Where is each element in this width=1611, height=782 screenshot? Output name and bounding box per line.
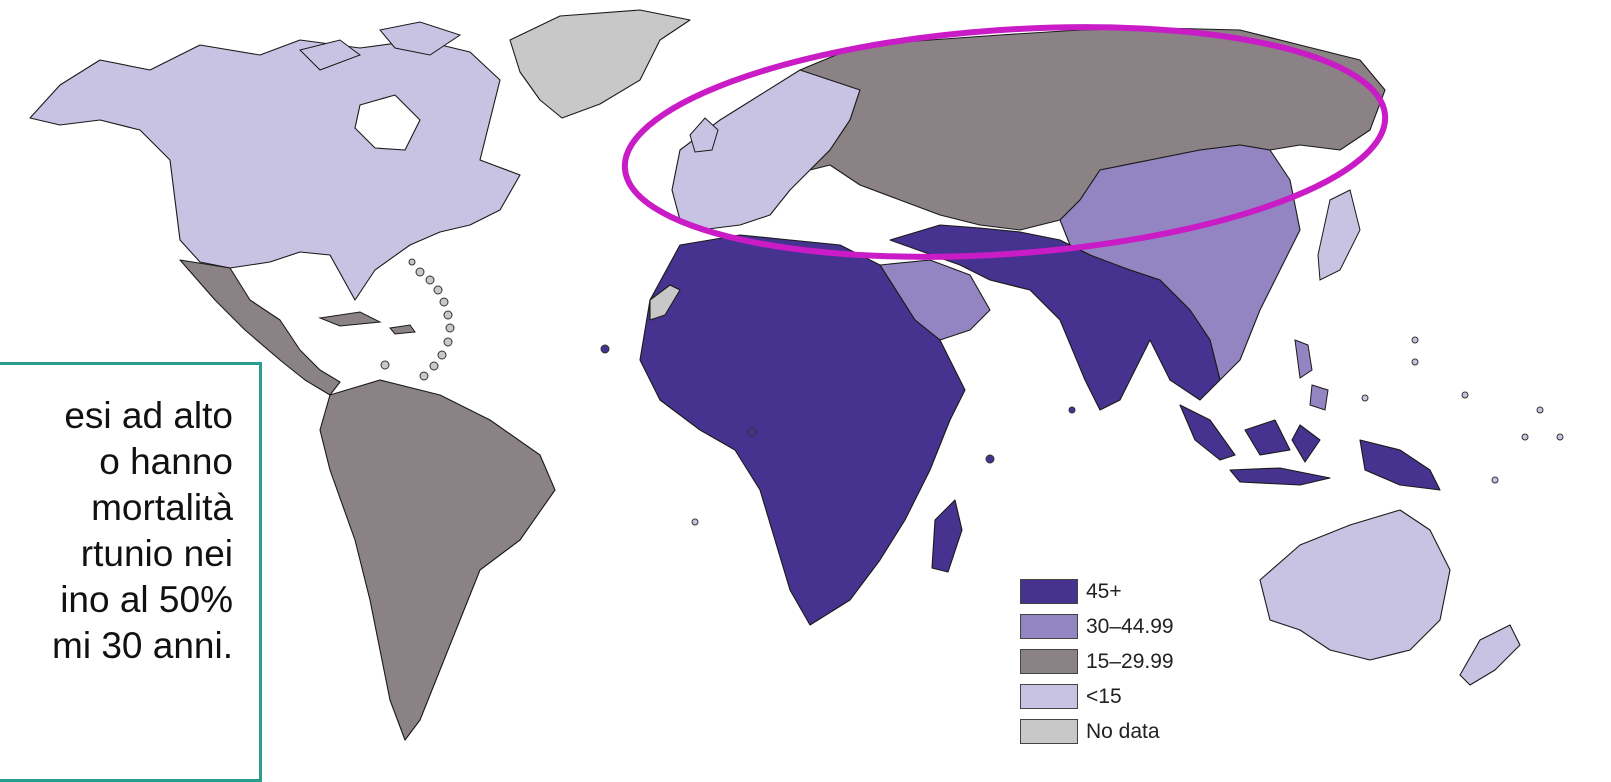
legend-item-30-44: 30–44.99 [1020,609,1174,644]
legend-swatch [1020,684,1078,709]
legend-swatch [1020,649,1078,674]
legend-label: <15 [1086,684,1122,708]
legend-label: 15–29.99 [1086,649,1174,673]
pacific-islands [691,336,1564,526]
legend-item-15-29: 15–29.99 [1020,644,1174,679]
mexico-central-america [179,259,341,396]
philippines [1294,339,1329,411]
africa-islands [600,344,1076,464]
japan [1317,189,1361,281]
legend-label: 30–44.99 [1086,614,1174,638]
legend-label: 45+ [1086,579,1122,603]
legend-swatch [1020,719,1078,744]
world-map [29,9,1564,741]
indonesia [1179,404,1441,491]
callout-box: esi ad alto o hanno mortalità rtunio nei… [0,362,262,782]
greenland [509,9,691,119]
western-sahara [649,284,681,321]
legend: 45+ 30–44.99 15–29.99 <15 No data [1020,574,1174,749]
south-asia [889,224,1221,411]
legend-swatch [1020,579,1078,604]
hudson-bay [354,94,421,151]
legend-swatch [1020,614,1078,639]
arctic-islands [299,21,462,71]
madagascar [931,499,963,573]
caribbean [318,311,416,335]
legend-item-under-15: <15 [1020,679,1174,714]
legend-label: No data [1086,719,1160,743]
north-america-north [29,39,521,301]
australia [1259,509,1451,661]
legend-item-45plus: 45+ [1020,574,1174,609]
highlight-ellipse [621,24,1389,260]
legend-item-no-data: No data [1020,714,1174,749]
callout-text: esi ad alto o hanno mortalità rtunio nei… [52,395,233,666]
caribbean-small-islands [380,258,455,381]
british-isles [689,117,719,153]
new-zealand [1459,624,1521,686]
south-america [319,379,556,741]
